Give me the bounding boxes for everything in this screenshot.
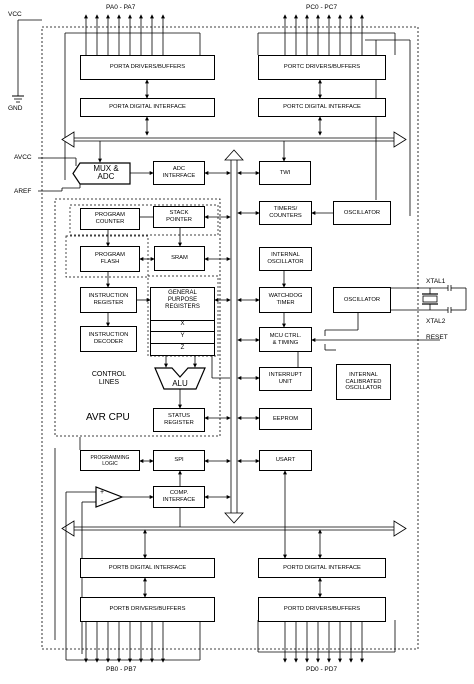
reset-label: RESET [426, 334, 448, 341]
cpu-boundary [54, 198, 221, 437]
portd-drivers-block: PORTD DRIVERS/BUFFERS [258, 597, 386, 622]
pc-pins [283, 14, 364, 55]
gp-registers-label: GENERAL PURPOSE REGISTERS [165, 290, 200, 310]
gnd-label: GND [8, 105, 23, 112]
upper-data-bus [69, 137, 399, 142]
twi-block: TWI [259, 161, 311, 185]
porta-digital-block: PORTA DIGITAL INTERFACE [80, 98, 215, 117]
gp-registers-block: GENERAL PURPOSE REGISTERS X Y Z [150, 287, 215, 356]
usart-block: USART [259, 450, 312, 471]
adc-interface-block: ADC INTERFACE [153, 161, 205, 185]
watchdog-timer-block: WATCHDOG TIMER [259, 287, 312, 313]
mux-adc-shape [72, 162, 131, 185]
eeprom-block: EEPROM [259, 408, 312, 430]
chip-boundary [41, 26, 419, 650]
vertical-data-bus [230, 157, 238, 516]
portc-digital-block: PORTC DIGITAL INTERFACE [258, 98, 386, 117]
aref-label: AREF [14, 188, 32, 195]
spi-block: SPI [153, 450, 205, 471]
oscillator-2-block: OSCILLATOR [333, 287, 391, 313]
reg-x-label: X [180, 321, 185, 327]
internal-calibrated-oscillator-block: INTERNAL CALIBRATED OSCILLATOR [336, 364, 391, 400]
comp-minus-label: - [100, 498, 104, 505]
alu-shape [154, 367, 206, 390]
porta-drivers-block: PORTA DRIVERS/BUFFERS [80, 55, 215, 80]
reg-y-label: Y [180, 333, 185, 339]
portd-digital-block: PORTD DIGITAL INTERFACE [258, 558, 386, 578]
vcc-label: VCC [8, 11, 22, 18]
program-flash-block: PROGRAM FLASH [80, 246, 140, 272]
xtal2-label: XTAL2 [426, 318, 446, 325]
internal-oscillator-block: INTERNAL OSCILLATOR [259, 247, 312, 271]
oscillator-1-block: OSCILLATOR [333, 201, 391, 225]
pd-pins [283, 622, 364, 663]
pa-pins [84, 14, 165, 55]
mux-adc-label: MUX & ADC [93, 164, 119, 181]
mcu-ctrl-block: MCU CTRL. & TIMING [259, 327, 312, 352]
timers-counters-block: TIMERS/ COUNTERS [259, 201, 312, 225]
comp-plus-label: + [99, 489, 105, 496]
programming-logic-block: PROGRAMMING LOGIC [80, 450, 140, 471]
reg-z-label: Z [180, 345, 185, 351]
xtal1-label: XTAL1 [426, 278, 446, 285]
program-counter-block: PROGRAM COUNTER [80, 208, 140, 230]
stack-pointer-block: STACK POINTER [153, 206, 205, 228]
comparator-shape [95, 486, 124, 508]
comp-interface-block: COMP. INTERFACE [153, 486, 205, 508]
sram-block: SRAM [154, 246, 205, 271]
avr-cpu-label: AVR CPU [86, 412, 130, 423]
instruction-register-block: INSTRUCTION REGISTER [80, 287, 137, 313]
pd-label: PD0 - PD7 [306, 666, 338, 673]
pa-label: PA0 - PA7 [106, 4, 136, 11]
pc-label: PC0 - PC7 [306, 4, 338, 11]
instruction-decoder-block: INSTRUCTION DECODER [80, 326, 137, 352]
status-register-block: STATUS REGISTER [153, 408, 205, 432]
pb-pins [84, 622, 165, 663]
control-lines-label: CONTROL LINES [91, 371, 127, 386]
portb-drivers-block: PORTB DRIVERS/BUFFERS [80, 597, 215, 622]
alu-label: ALU [172, 379, 188, 388]
portc-drivers-block: PORTC DRIVERS/BUFFERS [258, 55, 386, 80]
portb-digital-block: PORTB DIGITAL INTERFACE [80, 558, 215, 578]
avcc-label: AVCC [14, 154, 32, 161]
lower-data-bus [69, 526, 399, 531]
interrupt-unit-block: INTERRUPT UNIT [259, 367, 312, 391]
pb-label: PB0 - PB7 [106, 666, 137, 673]
